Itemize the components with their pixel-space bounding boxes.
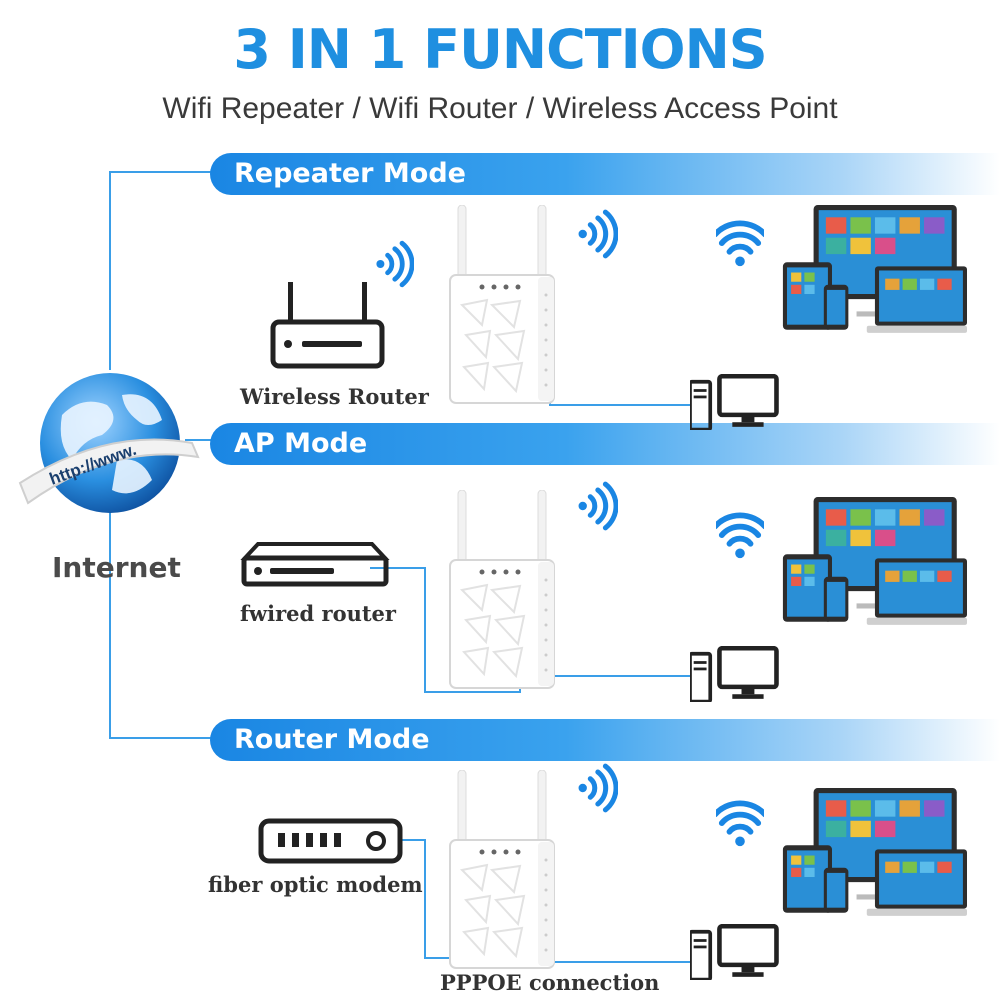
fiber-modem-icon xyxy=(258,818,403,864)
wireless-router-icon xyxy=(270,282,385,369)
line-repeater-pc xyxy=(549,395,690,406)
repeater-mode-label: Repeater Mode xyxy=(234,158,466,189)
wifi-signal-icon xyxy=(374,240,414,288)
page-subtitle: Wifi Repeater / Wifi Router / Wireless A… xyxy=(162,92,838,125)
line-router-pc xyxy=(549,945,690,963)
wifi-signal-icon xyxy=(576,208,618,260)
line-internet-repeater xyxy=(109,171,215,370)
ap-mode-label: AP Mode xyxy=(234,428,368,459)
devices-icon xyxy=(742,205,967,338)
desktop-pc-icon xyxy=(690,924,782,980)
fiber-modem-label: fiber optic modem xyxy=(208,872,423,897)
internet-label: Internet xyxy=(52,551,181,584)
band-ap-mode xyxy=(210,423,1000,465)
wired-router-label: fwired router xyxy=(240,601,396,626)
page-title: 3 IN 1 FUNCTIONS xyxy=(233,18,767,81)
access-point-device-icon xyxy=(442,490,562,690)
globe-icon: http://www. xyxy=(18,373,200,513)
wifi-signal-icon xyxy=(576,762,618,814)
repeater-device-icon xyxy=(442,205,562,405)
line-internet-router xyxy=(109,510,215,739)
devices-icon xyxy=(742,788,967,921)
desktop-pc-icon xyxy=(690,646,782,702)
band-router-mode xyxy=(210,719,1000,761)
devices-icon xyxy=(742,497,967,630)
router-mode-label: Router Mode xyxy=(234,724,430,755)
router-device-icon xyxy=(442,770,562,970)
pppoe-connection-label: PPPOE connection xyxy=(440,970,660,995)
wireless-router-label: Wireless Router xyxy=(240,384,429,409)
wifi-signal-icon xyxy=(576,480,618,532)
line-ap-pc xyxy=(549,675,690,680)
band-repeater-mode xyxy=(210,153,1000,195)
wired-router-icon xyxy=(240,542,390,587)
desktop-pc-icon xyxy=(690,374,782,430)
